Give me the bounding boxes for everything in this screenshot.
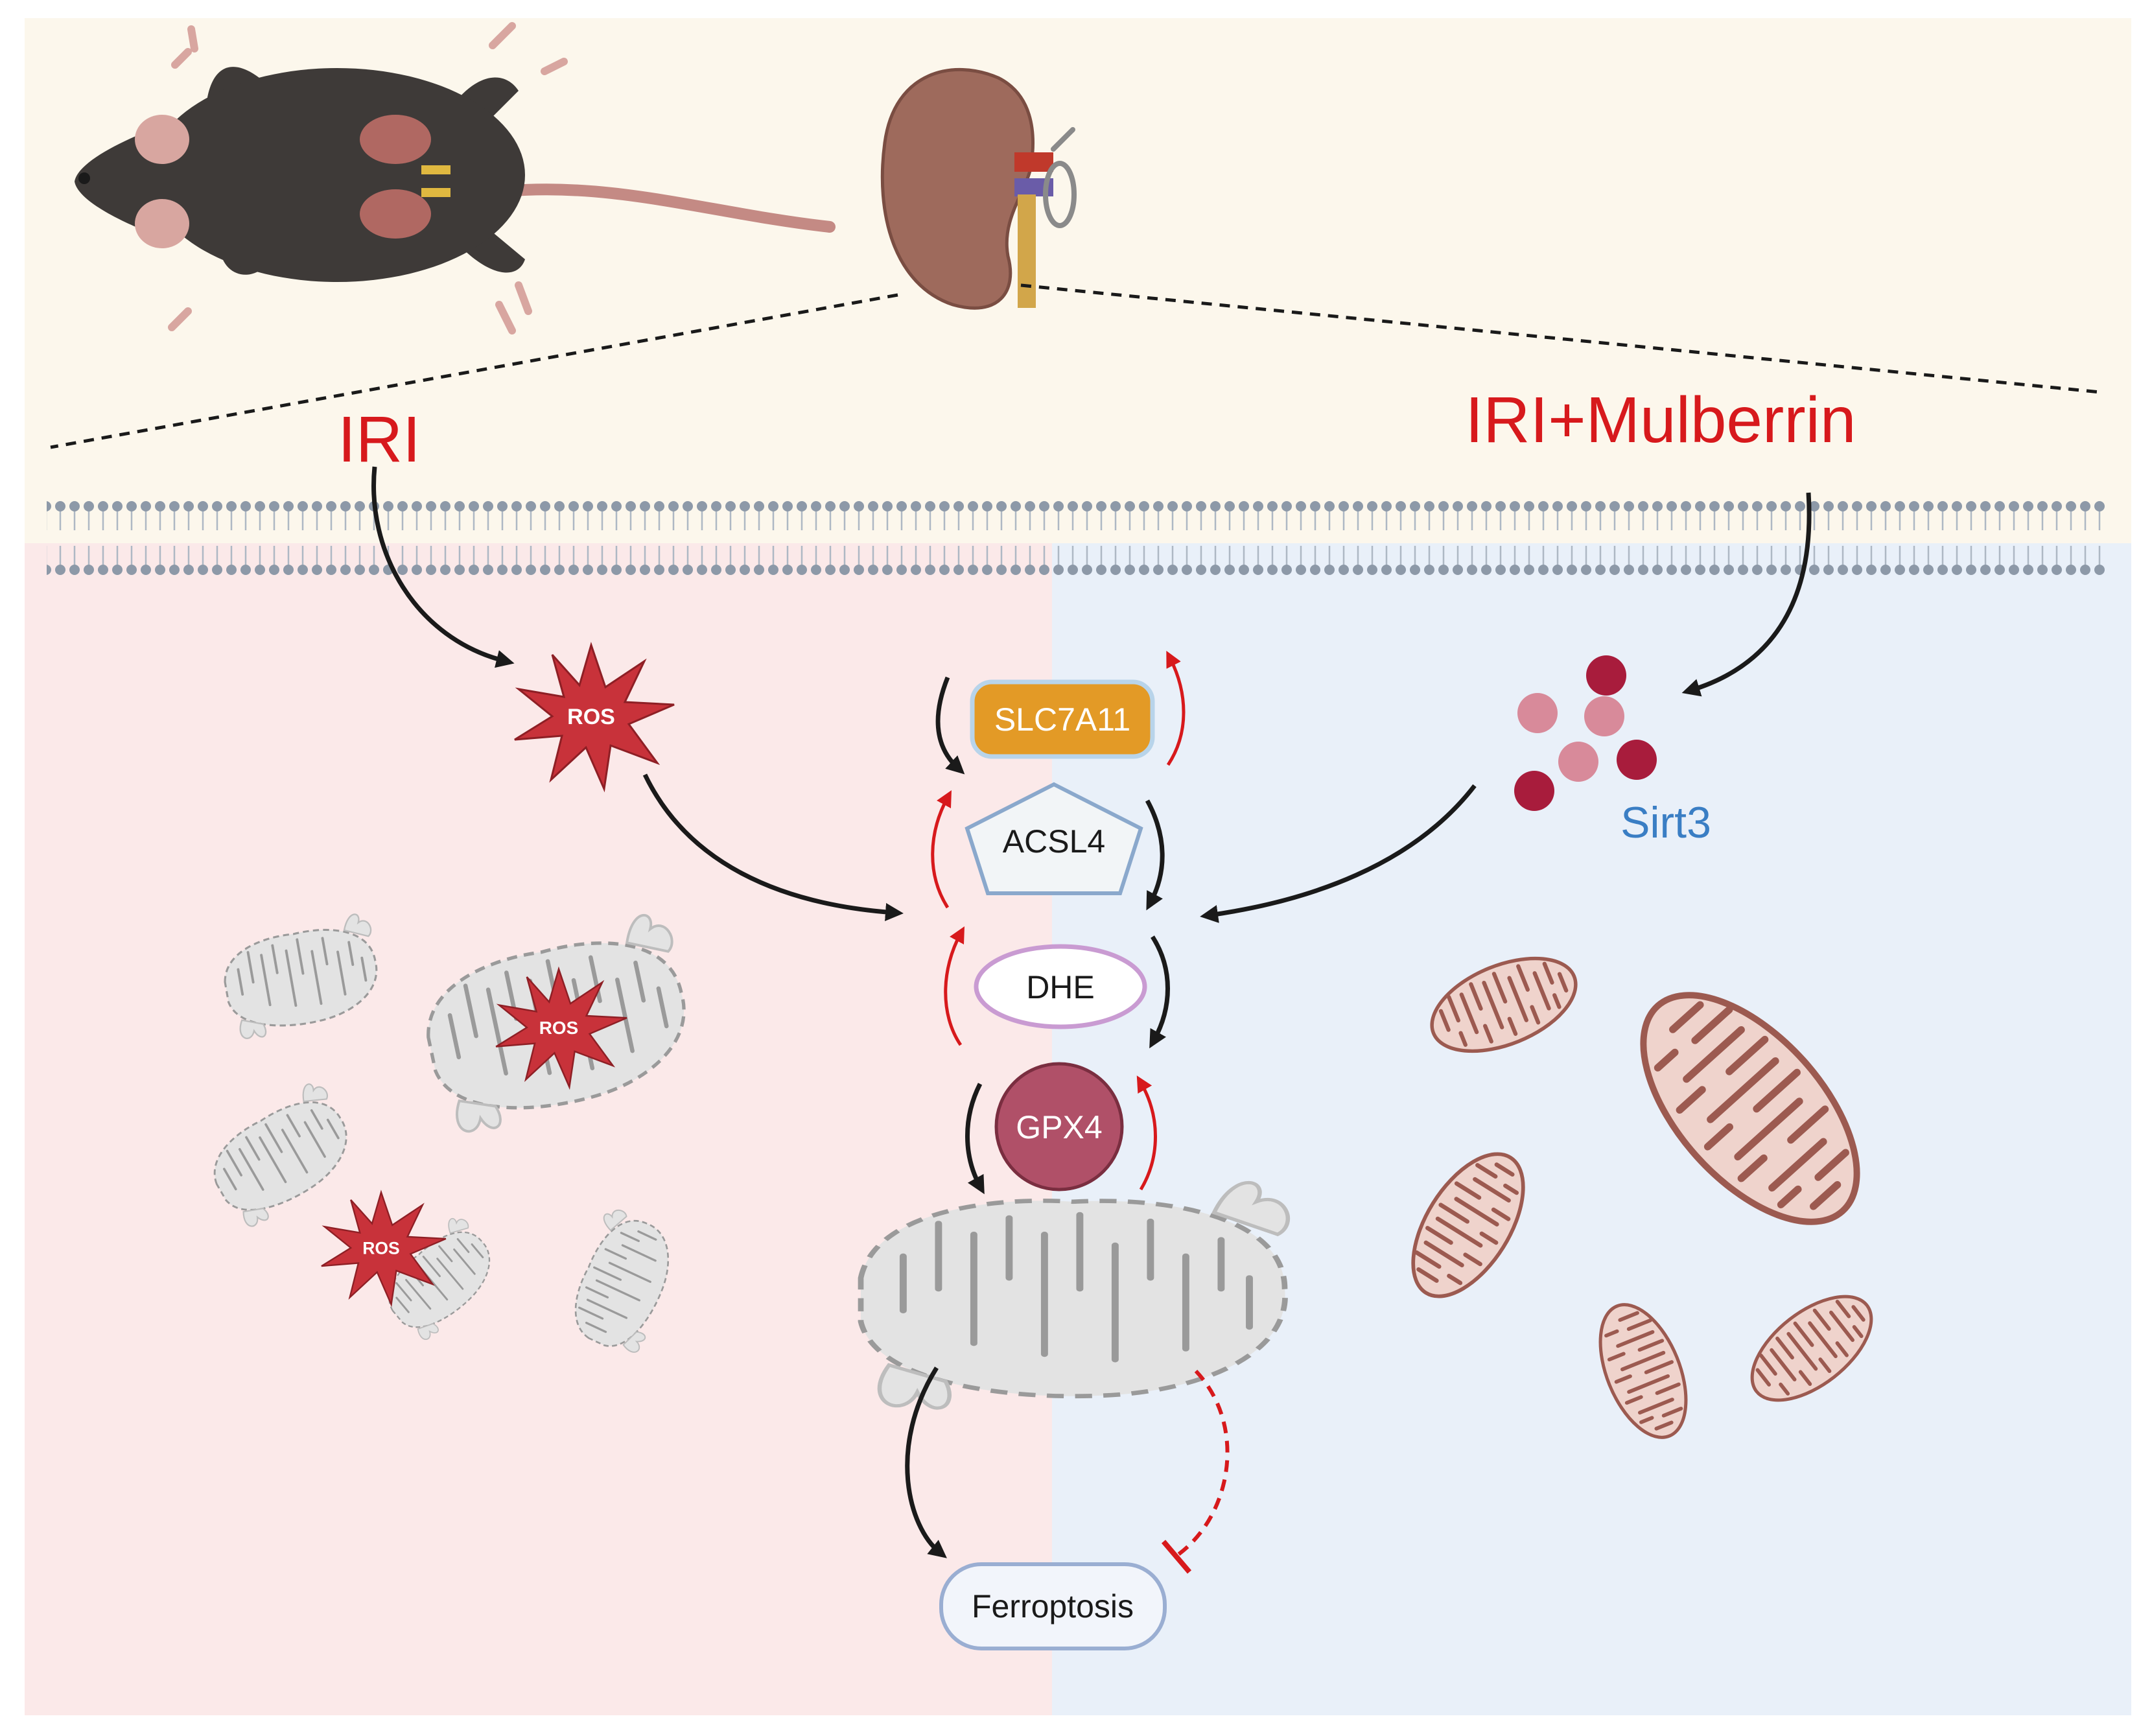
slc7a11-label: SLC7A11 xyxy=(994,701,1130,738)
membrane-bilayer-icon xyxy=(47,499,2107,577)
arrow-iri-to-ros xyxy=(371,466,515,668)
arrow-up-dhe xyxy=(944,926,965,1046)
arrow-mito-to-ferroptosis xyxy=(905,1367,947,1558)
ros-burst-2: ROS xyxy=(495,968,628,1088)
ros-label: ROS xyxy=(362,1238,399,1258)
node-gpx4: GPX4 xyxy=(994,1062,1124,1191)
arrow-down-acsl4 xyxy=(1145,799,1165,911)
ros-label: ROS xyxy=(567,705,615,729)
sirt3-molecules-icon xyxy=(1514,655,1657,811)
zoom-line-left xyxy=(50,293,898,449)
right-panel-mulberrin xyxy=(1052,543,2131,1715)
inhibition-bar xyxy=(1161,1540,1192,1574)
node-acsl4: ACSL4 xyxy=(965,782,1143,895)
mouse-icon xyxy=(75,22,836,334)
ros-burst-main: ROS xyxy=(513,644,675,790)
label-iri-mulberrin: IRI+Mulberrin xyxy=(1466,384,1856,456)
dhe-label: DHE xyxy=(1026,969,1095,1005)
ros-label: ROS xyxy=(539,1018,578,1038)
arrow-down-gpx4 xyxy=(965,1083,985,1195)
node-dhe: DHE xyxy=(974,944,1147,1029)
sirt3-label: Sirt3 xyxy=(1620,798,1711,847)
arrow-down-slc7a11 xyxy=(935,676,965,775)
arrow-up-acsl4 xyxy=(931,790,952,909)
acsl4-label: ACSL4 xyxy=(1003,823,1105,860)
arrow-up-gpx4 xyxy=(1136,1075,1157,1191)
arrow-sirt3-to-pathway xyxy=(1200,784,1477,923)
node-ferroptosis: Ferroptosis xyxy=(939,1562,1167,1650)
gpx4-label: GPX4 xyxy=(1016,1109,1102,1145)
label-iri: IRI xyxy=(338,403,421,476)
inhibition-mito-to-ferroptosis xyxy=(1175,1369,1230,1558)
ros-burst-3: ROS xyxy=(320,1191,447,1306)
node-slc7a11: SLC7A11 xyxy=(970,679,1155,759)
arrow-ros-to-pathway xyxy=(642,773,904,921)
ferroptosis-label: Ferroptosis xyxy=(972,1588,1134,1625)
kidney-icon xyxy=(880,68,1077,310)
arrow-up-slc7a11 xyxy=(1166,650,1186,766)
left-panel-iri xyxy=(25,543,1052,1715)
arrow-down-dhe xyxy=(1149,935,1170,1049)
arrow-mulberrin-to-sirt3 xyxy=(1681,492,1812,697)
